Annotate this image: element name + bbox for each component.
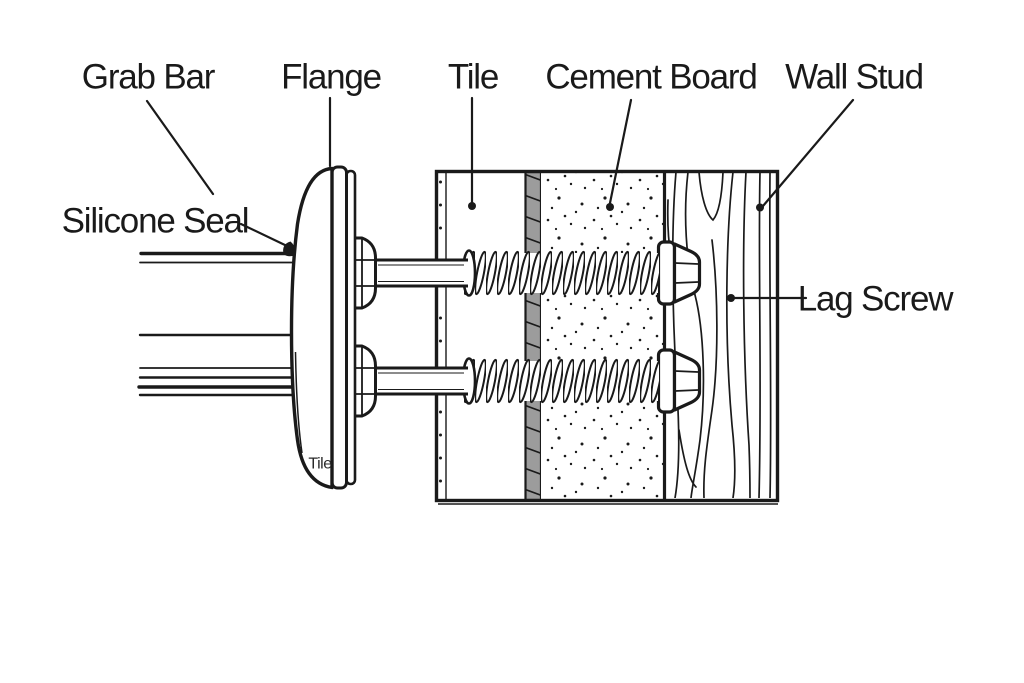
label-grab-bar: Grab Bar [82,58,216,97]
thinset-layer [524,170,543,502]
label-tile: Tile [448,58,498,97]
cement-board-stipple [542,173,663,498]
grain-line [702,239,718,498]
wall-section [434,169,780,505]
cement-board-layer [541,172,664,500]
screw-tip-cone [672,242,702,304]
grain-line [678,429,697,488]
callout-leaders [145,96,855,300]
screw-shaft-fill [374,259,468,287]
wall-outline [434,169,780,503]
callout-dots [468,202,764,302]
screw-shaft-highlight [378,264,464,283]
grab-bar-leader [145,99,215,196]
screw-tip-facets [674,262,699,284]
wall-stud-leader [761,98,855,208]
screw-threads [464,358,659,404]
wood-grain [666,173,772,498]
label-lag-screw: Lag Screw [798,280,954,319]
screw-hex-facets [354,347,376,415]
label-flange: Flange [281,58,381,97]
tile-body [436,172,525,500]
flange-plate-outer [330,165,348,490]
flange-dome-inner-curve [294,351,303,454]
grain-line [725,173,736,498]
cement-board-leader-dot [606,203,614,211]
screw-shaft-edges [374,366,468,396]
silicone-seal-blob [283,241,296,257]
screw-shaft-fill [374,367,468,395]
label-cement-board: Cement Board [545,58,756,97]
callout-labels: Grab Bar Flange Tile Cement Board Wall S… [62,58,956,319]
grain-line [758,173,762,498]
tile-surface-dots [439,180,442,483]
lag-screw-bottom [352,344,702,418]
screw-threads [464,250,659,296]
screw-shaft-highlight [378,372,464,391]
grain-line [684,173,705,498]
screw-hex-head [352,344,377,418]
screw-hex-facets [354,239,376,307]
screw-hex-head [352,236,377,310]
thinset-hatch [525,172,541,500]
wall-stud-layer [662,172,778,500]
tile-leader-dot [468,202,476,210]
tile-layer [436,172,525,500]
flange-dome [289,166,334,490]
grain-line [768,173,772,498]
screw-tip-plate [656,348,677,414]
screw-tip-cone [672,350,702,412]
flange-assembly: Tile [283,165,357,490]
screw-tip-plate [656,240,677,306]
lag-screw-top [352,236,702,310]
silicone-seal-leader [239,222,289,248]
lag-screw-leader-dot [727,294,735,302]
stud-body [664,172,778,500]
label-wall-stud: Wall Stud [785,58,923,97]
grab-bar [137,251,302,397]
flange-inscription-text: Tile [308,456,332,473]
grain-line [698,173,724,222]
cement-board-leader [608,98,633,205]
screw-tip-facets [674,370,699,392]
label-silicone-seal: Silicone Seal [62,202,249,241]
grain-line [742,173,751,498]
wall-stud-leader-dot [756,203,764,212]
screw-shaft-edges [374,258,468,288]
